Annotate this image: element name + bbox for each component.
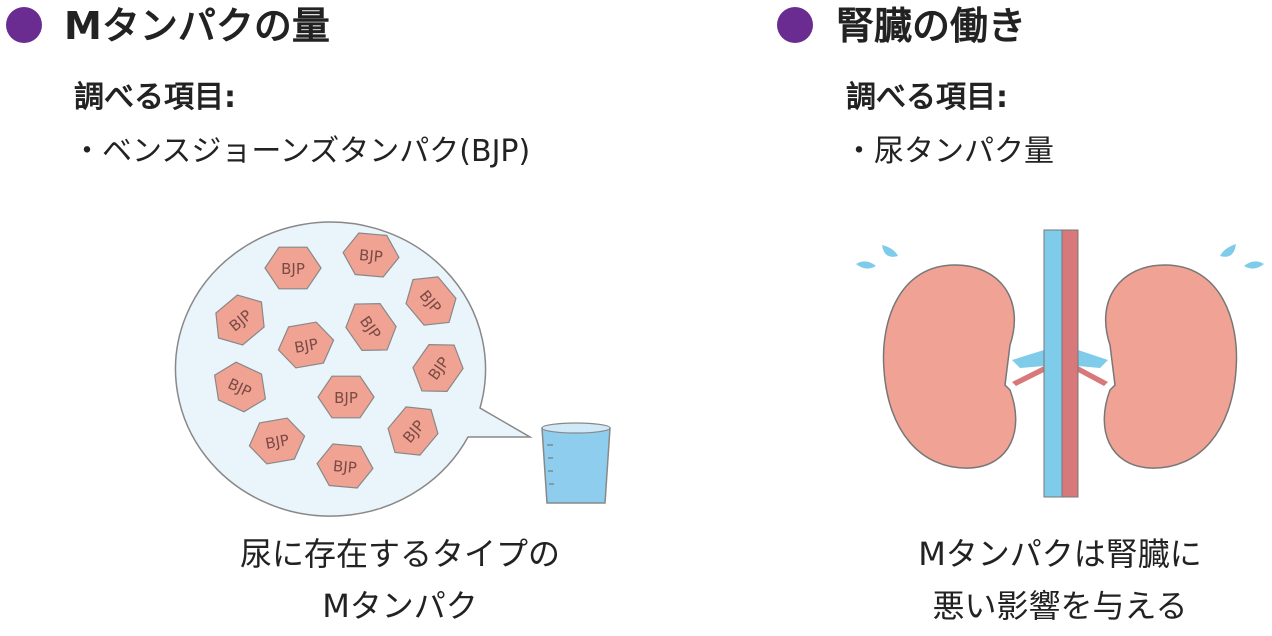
bullet-dot-right: [777, 7, 813, 43]
hexagon-shape: [345, 302, 397, 352]
caption-right-line2: 悪い影響を与える: [932, 587, 1188, 625]
bjp-label: BJP: [332, 457, 357, 477]
hexagon-shape: [264, 246, 322, 290]
bjp-protein: BJP: [215, 294, 265, 346]
bjp-label: BJP: [293, 335, 320, 357]
bjp-protein: BJP: [405, 276, 457, 326]
kidneys-illustration: [856, 229, 1264, 498]
aorta: [1061, 229, 1079, 498]
vena-cava: [1043, 229, 1063, 498]
bjp-label: BJP: [264, 431, 291, 453]
bjp-label: BJP: [358, 246, 383, 266]
hexagon-shape: [412, 343, 464, 393]
hexagon-shape: [317, 375, 375, 419]
bjp-protein: BJP: [387, 406, 439, 456]
bjp-protein: BJP: [317, 375, 375, 419]
right-kidney: [1103, 264, 1238, 469]
urine-cup-icon: [541, 422, 611, 504]
caption-left-line2: Mタンパク: [322, 587, 478, 625]
hexagon-shape: [213, 361, 267, 413]
sweat-drops-icon: [856, 244, 1264, 269]
hexagon-shape: [387, 406, 439, 456]
caption-right-line1: Mタンパクは腎臓に: [918, 535, 1202, 573]
bjp-protein: BJP: [342, 232, 400, 278]
hexagon-shape: [316, 443, 374, 489]
bjp-protein: BJP: [213, 361, 267, 413]
test-item-urine-protein: ・尿タンパク量: [844, 134, 1054, 169]
caption-left-line1: 尿に存在するタイプの: [239, 535, 560, 573]
bullet-dot-left: [6, 7, 42, 43]
hexagon-shape: [248, 417, 306, 465]
bjp-protein: BJP: [345, 302, 397, 352]
left-kidney: [882, 264, 1017, 469]
subheading-right: 調べる項目:: [846, 80, 1008, 115]
bjp-label: BJP: [281, 260, 305, 278]
hexagon-shape: [277, 321, 335, 369]
bjp-protein: BJP: [412, 343, 464, 393]
hexagon-shape: [405, 276, 457, 326]
subheading-left: 調べる項目:: [74, 80, 236, 115]
bjp-protein: BJP: [316, 443, 374, 489]
bjp-protein: BJP: [264, 246, 322, 290]
bjp-protein: BJP: [248, 417, 306, 465]
hexagon-shape: [215, 294, 265, 346]
section-title-kidney-function: 腎臓の働き: [836, 4, 1027, 48]
hexagon-shape: [342, 232, 400, 278]
section-title-m-protein: Mタンパクの量: [64, 4, 330, 48]
bjp-protein: BJP: [277, 321, 335, 369]
bjp-label: BJP: [334, 389, 358, 407]
test-item-bjp: ・ベンスジョーンズタンパク(BJP): [72, 134, 531, 169]
